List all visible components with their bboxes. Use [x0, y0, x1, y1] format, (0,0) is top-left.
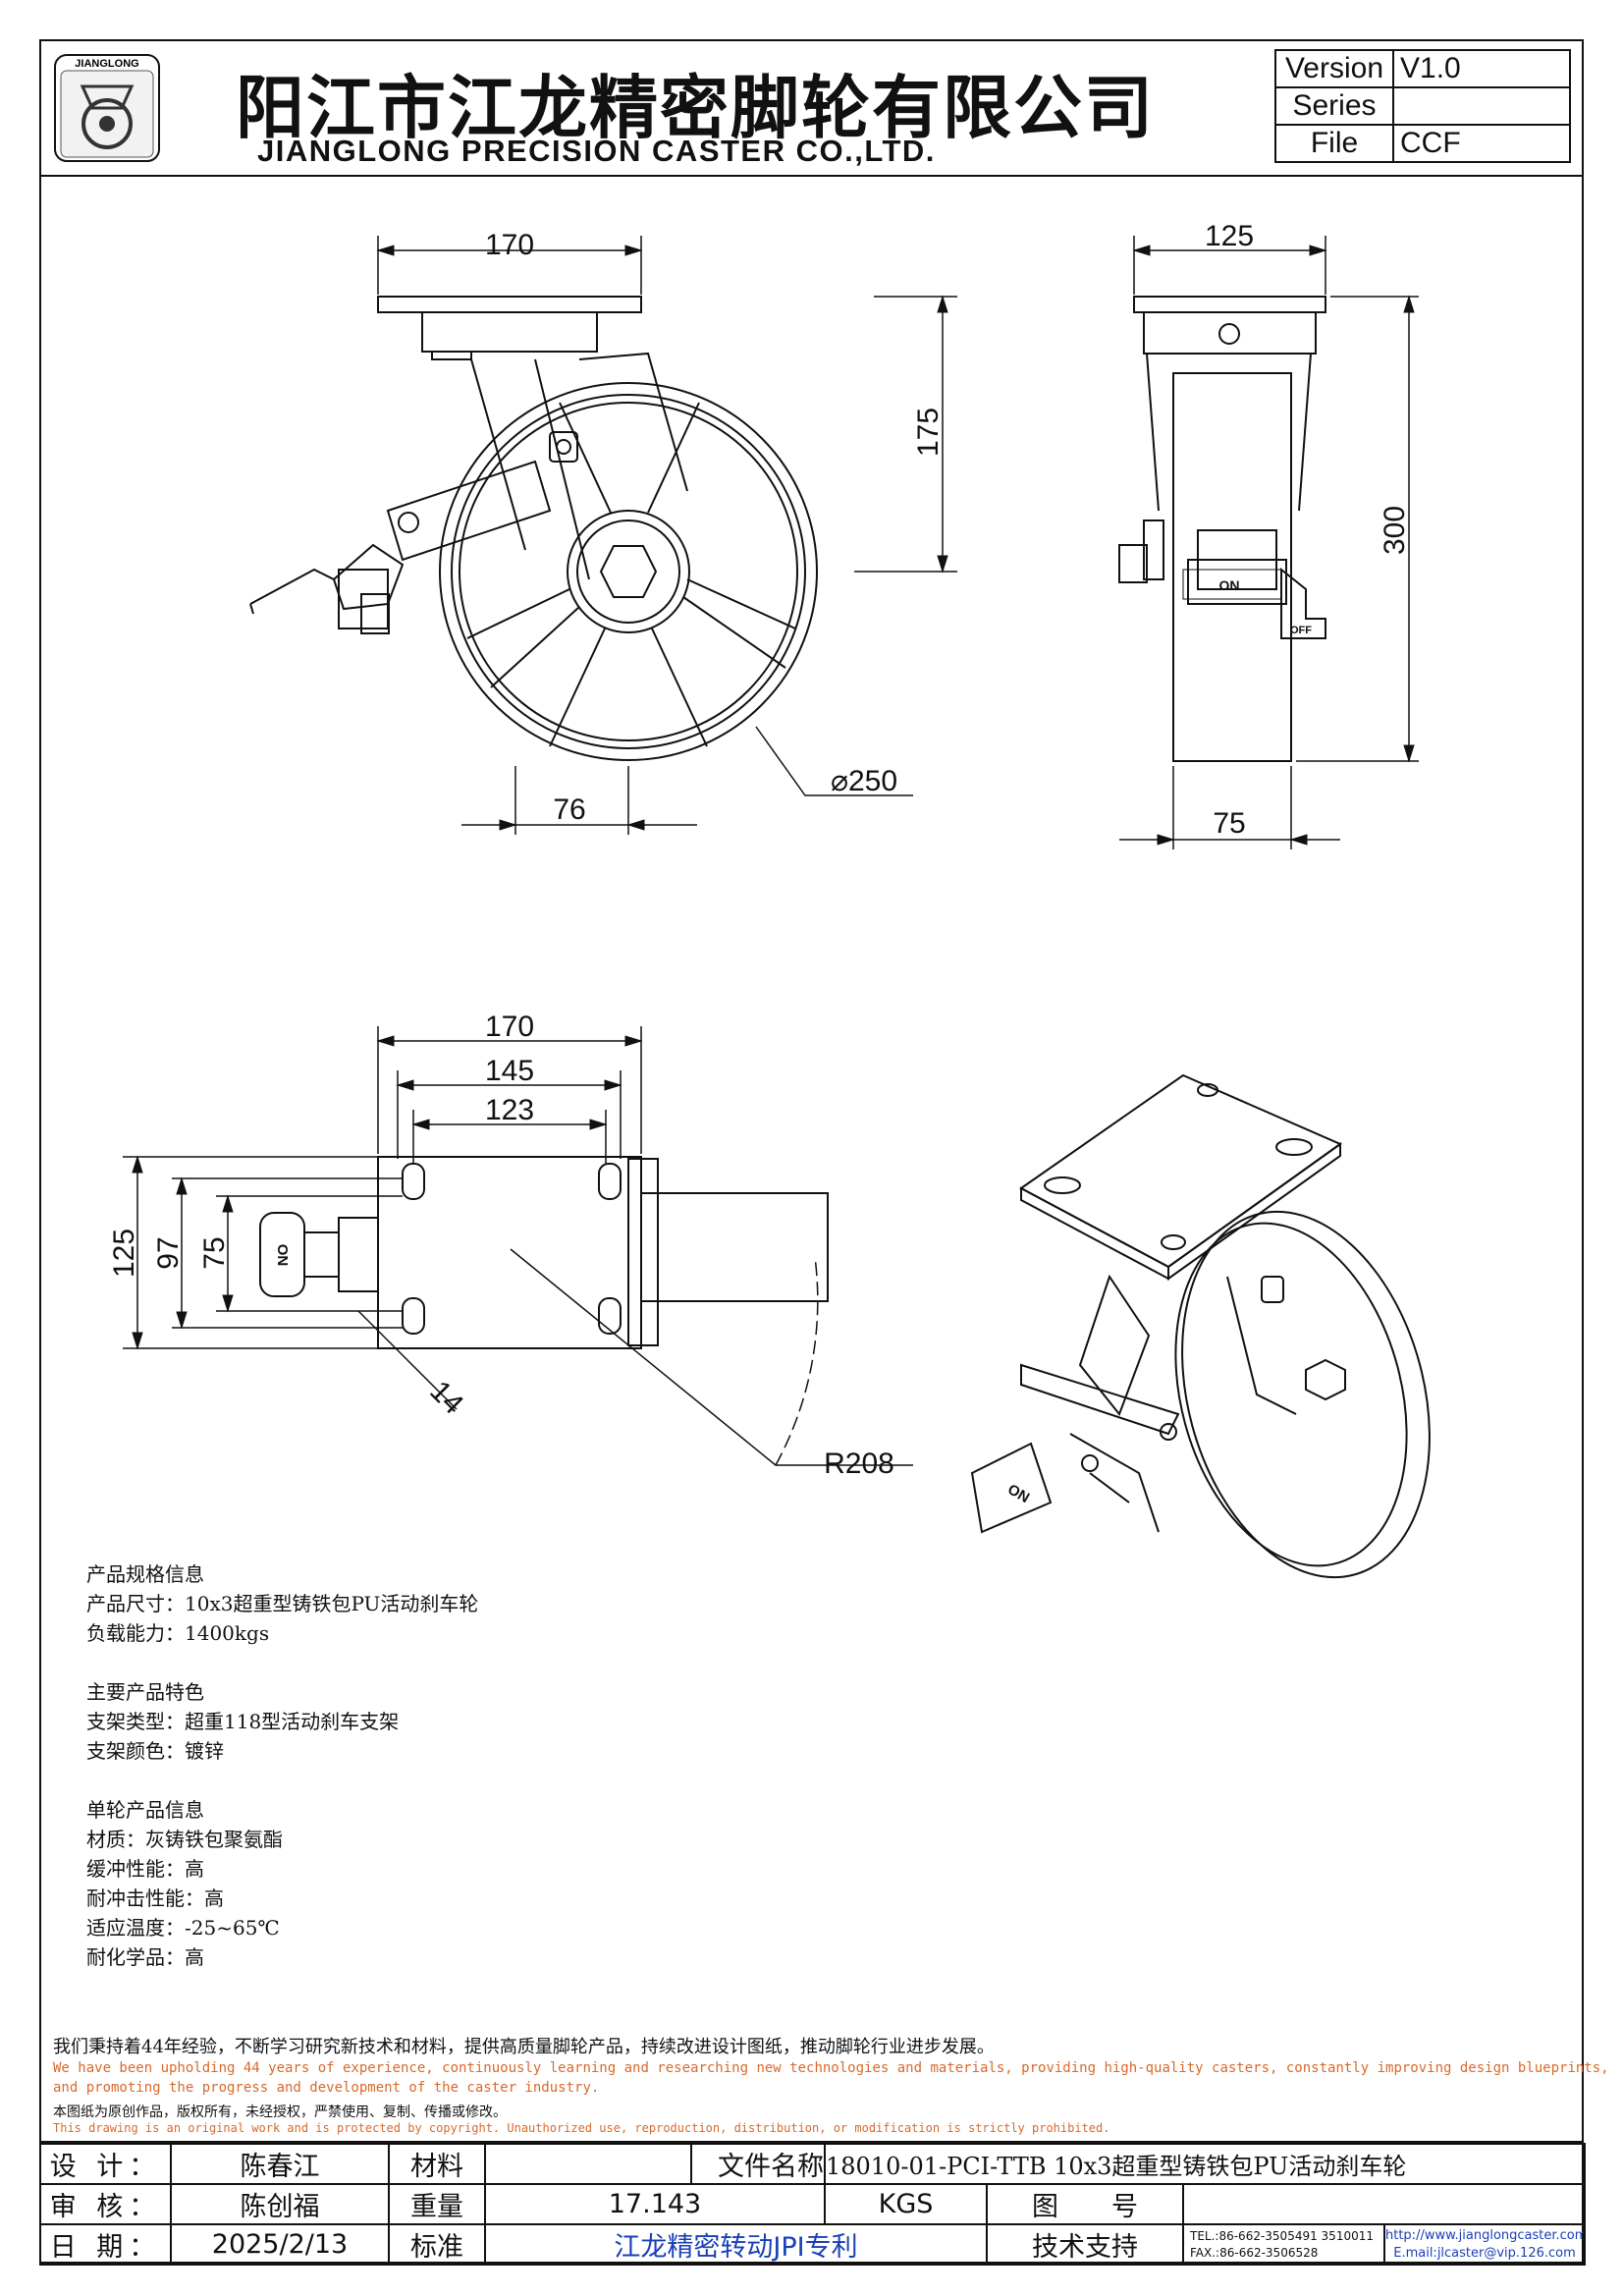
title-block: 设 计： 陈春江 材料 文件名称 18010-01-PCI-TTB 10x3超重…	[39, 2141, 1586, 2266]
front-view: ON OFF 125 300 75	[1118, 220, 1419, 849]
dim-plate-side-inner: 75	[198, 1236, 231, 1269]
logo-text: JIANGLONG	[75, 58, 138, 70]
spec-impact: 耐冲击性能：高	[86, 1886, 224, 1910]
drawing-no-value	[1182, 2183, 1586, 2225]
spec-load: 负载能力：1400kgs	[86, 1621, 270, 1645]
filename-value: 18010-01-PCI-TTB 10x3超重型铸铁包PU活动刹车轮	[824, 2143, 1586, 2185]
dim-front-top-width: 125	[1205, 220, 1254, 252]
standard-label: 标准	[388, 2223, 486, 2266]
version-label: Version	[1274, 49, 1394, 88]
dim-plate-side-outer: 125	[108, 1229, 140, 1278]
series-value	[1392, 86, 1571, 126]
review-value: 陈创福	[170, 2183, 390, 2225]
dim-plate-hole-inner: 123	[485, 1094, 534, 1126]
standard-value: 江龙精密转动JPI专利	[484, 2223, 988, 2266]
specs-group1-title: 产品规格信息	[86, 1562, 204, 1586]
spec-cushion: 缓冲性能：高	[86, 1857, 204, 1881]
company-name-en: JIANGLONG PRECISION CASTER CO.,LTD.	[257, 134, 936, 168]
filename-label: 文件名称	[690, 2143, 826, 2185]
note-copyright-en: This drawing is an original work and is …	[53, 2121, 1110, 2135]
design-label: 设 计：	[39, 2143, 172, 2185]
spec-material: 材质：灰铸铁包聚氨酯	[86, 1828, 283, 1851]
dim-side-offset: 76	[553, 793, 585, 826]
review-label: 审 核：	[39, 2183, 172, 2225]
dim-plate-outer: 170	[485, 1011, 534, 1043]
specs-group2-title: 主要产品特色	[86, 1680, 204, 1704]
dim-plate-side-mid: 97	[152, 1236, 185, 1269]
weight-value: 17.143	[484, 2183, 826, 2225]
spec-chemical: 耐化学品：高	[86, 1945, 204, 1969]
dim-swivel-radius: R208	[824, 1448, 894, 1480]
date-value: 2025/2/13	[170, 2223, 390, 2266]
tel: TEL.:86-662-3505491 3510011	[1190, 2228, 1374, 2243]
company-name-cn: 阳江市江龙精密脚轮有限公司	[236, 68, 1155, 148]
company-logo: JIANGLONG	[54, 54, 160, 162]
contact-phone: TEL.:86-662-3505491 3510011 FAX.:86-662-…	[1182, 2223, 1385, 2266]
side-view: 170 175 76 ⌀250	[249, 229, 957, 835]
weight-label: 重量	[388, 2183, 486, 2225]
dim-side-top-width: 170	[485, 229, 534, 261]
spec-temperature: 适应温度：-25~65℃	[86, 1916, 280, 1940]
dim-front-height: 300	[1379, 506, 1411, 555]
dim-front-wheel-width: 75	[1213, 807, 1245, 840]
date-label: 日 期：	[39, 2223, 172, 2266]
series-label: Series	[1274, 86, 1394, 126]
support-label: 技术支持	[986, 2223, 1184, 2266]
spec-bracket-type: 支架类型：超重118型活动刹车支架	[86, 1710, 400, 1733]
note-mission-en-1: We have been upholding 44 years of exper…	[53, 2060, 1609, 2076]
dim-hole-size: 14	[423, 1375, 469, 1421]
drawing-no-label: 图 号	[986, 2183, 1184, 2225]
note-mission-cn: 我们秉持着44年经验，不断学习研究新技术和材料，提供高质量脚轮产品，持续改进设计…	[53, 2037, 995, 2057]
front-brake-on-label: ON	[1219, 577, 1240, 593]
weight-unit: KGS	[824, 2183, 988, 2225]
file-label: File	[1274, 124, 1394, 163]
iso-brake-on-label: ON	[1004, 1481, 1032, 1506]
email-link[interactable]: E.mail:jlcaster@vip.126.com	[1393, 2245, 1576, 2261]
material-label: 材料	[388, 2143, 486, 2185]
website-link[interactable]: http://www.jianglongcaster.com	[1385, 2227, 1585, 2243]
specs-group3-title: 单轮产品信息	[86, 1798, 204, 1822]
contact-web: http://www.jianglongcaster.com E.mail:jl…	[1383, 2223, 1586, 2266]
version-table: Version V1.0 Series File CCF	[1274, 49, 1571, 163]
file-value: CCF	[1392, 124, 1571, 163]
isometric-view: ON	[970, 1073, 1431, 1579]
spec-size: 产品尺寸：10x3超重型铸铁包PU活动刹车轮	[86, 1592, 479, 1615]
design-value: 陈春江	[170, 2143, 390, 2185]
product-specs: 产品规格信息 产品尺寸：10x3超重型铸铁包PU活动刹车轮 负载能力：1400k…	[86, 1559, 478, 1972]
dim-side-height: 175	[912, 408, 945, 457]
version-value: V1.0	[1392, 49, 1571, 88]
spec-bracket-color: 支架颜色：镀锌	[86, 1739, 224, 1763]
top-brake-on-label: ON	[274, 1244, 291, 1267]
top-view: ON 170 145 123 125 97 75 14 R208	[108, 1011, 913, 1480]
note-mission-en-2: and promoting the progress and developme…	[53, 2080, 600, 2096]
front-brake-off-label: OFF	[1290, 625, 1312, 636]
header: JIANGLONG 阳江市江龙精密脚轮有限公司 JIANGLONG PRECIS…	[39, 39, 1584, 177]
fax: FAX.:86-662-3506528	[1190, 2245, 1319, 2260]
dim-plate-hole-span: 145	[485, 1055, 534, 1087]
note-copyright-cn: 本图纸为原创作品，版权所有，未经授权，严禁使用、复制、传播或修改。	[53, 2105, 507, 2120]
material-value	[484, 2143, 692, 2185]
dim-wheel-diameter: ⌀250	[831, 765, 897, 797]
